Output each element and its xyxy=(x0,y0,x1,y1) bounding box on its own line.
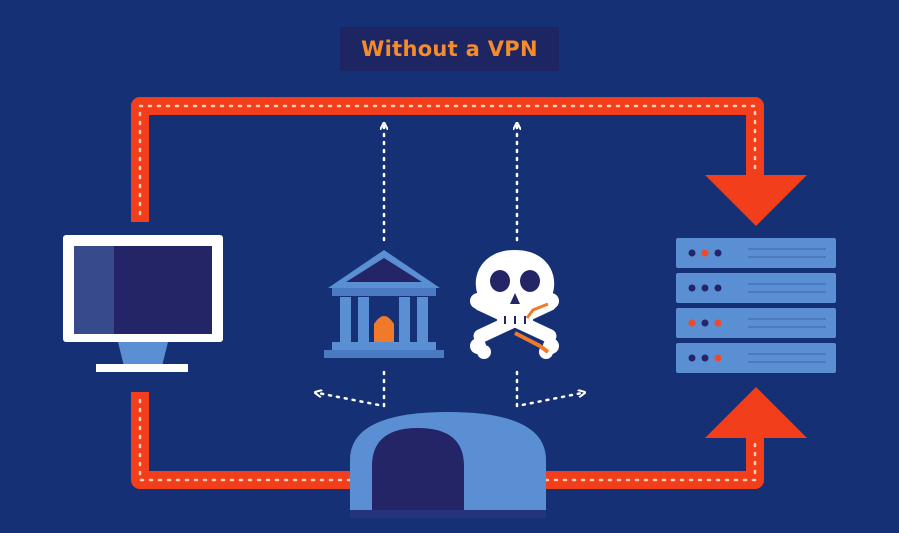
hacker-down-arrow xyxy=(515,370,582,408)
interception-arrows xyxy=(318,126,582,408)
server-rack-icon xyxy=(676,238,836,373)
arrow-down-to-server xyxy=(705,175,807,226)
server-unit xyxy=(676,238,836,268)
top-data-path xyxy=(131,97,764,222)
title-badge: Without a VPN xyxy=(340,27,559,71)
diagram-title: Without a VPN xyxy=(361,37,538,61)
server-unit xyxy=(676,273,836,303)
server-unit xyxy=(676,343,836,373)
gov-down-arrow xyxy=(318,370,386,408)
skull-crossbones-icon xyxy=(470,250,559,359)
desktop-monitor-icon xyxy=(63,235,223,372)
server-unit xyxy=(676,308,836,338)
arrow-up-to-server xyxy=(705,387,807,438)
tunnel-icon xyxy=(350,412,546,518)
government-building-icon xyxy=(324,250,444,358)
